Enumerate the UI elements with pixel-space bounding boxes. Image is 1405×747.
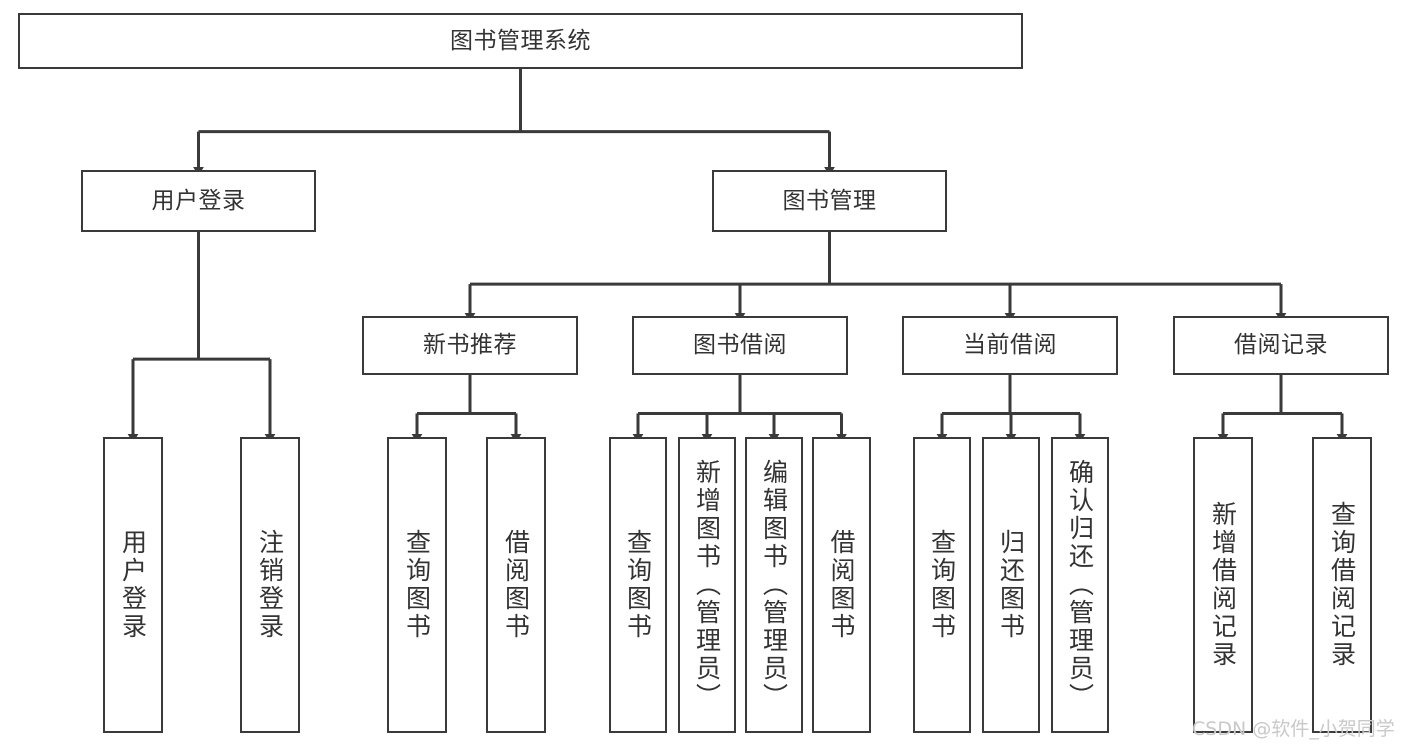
node-leaf-add-record[interactable]: 新增借阅记录 bbox=[1193, 437, 1253, 733]
node-label: 查询图书 bbox=[402, 529, 432, 641]
node-current-borrow[interactable]: 当前借阅 bbox=[902, 316, 1118, 375]
node-label: 用户登录 bbox=[151, 187, 246, 214]
node-leaf-edit-book[interactable]: 编辑图书（管理员） bbox=[745, 437, 803, 733]
node-leaf-query-book-rec[interactable]: 查询图书 bbox=[387, 437, 447, 733]
node-leaf-query-book-borrow[interactable]: 查询图书 bbox=[609, 437, 667, 733]
node-label: 注销登录 bbox=[255, 529, 285, 641]
node-label: 新增借阅记录 bbox=[1208, 501, 1238, 669]
node-label: 借阅图书 bbox=[827, 529, 856, 641]
node-root[interactable]: 图书管理系统 bbox=[18, 13, 1023, 69]
node-leaf-query-book-cur[interactable]: 查询图书 bbox=[913, 437, 971, 733]
node-label: 新增图书（管理员） bbox=[692, 459, 722, 711]
node-user-login[interactable]: 用户登录 bbox=[81, 170, 316, 232]
node-book-borrow[interactable]: 图书借阅 bbox=[632, 316, 848, 375]
node-book-manage[interactable]: 图书管理 bbox=[712, 170, 947, 232]
node-leaf-return-book[interactable]: 归还图书 bbox=[982, 437, 1040, 733]
node-leaf-logout[interactable]: 注销登录 bbox=[240, 437, 300, 733]
node-label: 查询图书 bbox=[623, 529, 653, 641]
node-new-book-rec[interactable]: 新书推荐 bbox=[362, 316, 578, 375]
node-label: 查询图书 bbox=[927, 529, 957, 641]
node-leaf-confirm-return[interactable]: 确认归还（管理员） bbox=[1051, 437, 1109, 733]
node-label: 查询借阅记录 bbox=[1327, 501, 1357, 669]
node-label: 借阅记录 bbox=[1234, 332, 1328, 358]
node-label: 图书借阅 bbox=[693, 332, 787, 358]
node-label: 当前借阅 bbox=[963, 332, 1057, 358]
node-leaf-borrow-book[interactable]: 借阅图书 bbox=[812, 437, 871, 733]
node-borrow-record[interactable]: 借阅记录 bbox=[1173, 316, 1389, 375]
node-leaf-borrow-book-rec[interactable]: 借阅图书 bbox=[486, 437, 546, 733]
node-label: 确认归还（管理员） bbox=[1065, 459, 1095, 711]
node-leaf-add-book[interactable]: 新增图书（管理员） bbox=[678, 437, 736, 733]
node-label: 归还图书 bbox=[996, 529, 1026, 641]
node-label: 图书管理 bbox=[782, 187, 877, 214]
node-label: 新书推荐 bbox=[423, 332, 517, 358]
node-leaf-user-login[interactable]: 用户登录 bbox=[103, 437, 163, 733]
node-label: 图书管理系统 bbox=[450, 27, 591, 54]
node-label: 用户登录 bbox=[118, 529, 148, 641]
node-label: 编辑图书（管理员） bbox=[759, 459, 789, 711]
node-leaf-query-record[interactable]: 查询借阅记录 bbox=[1312, 437, 1372, 733]
node-label: 借阅图书 bbox=[501, 529, 531, 641]
